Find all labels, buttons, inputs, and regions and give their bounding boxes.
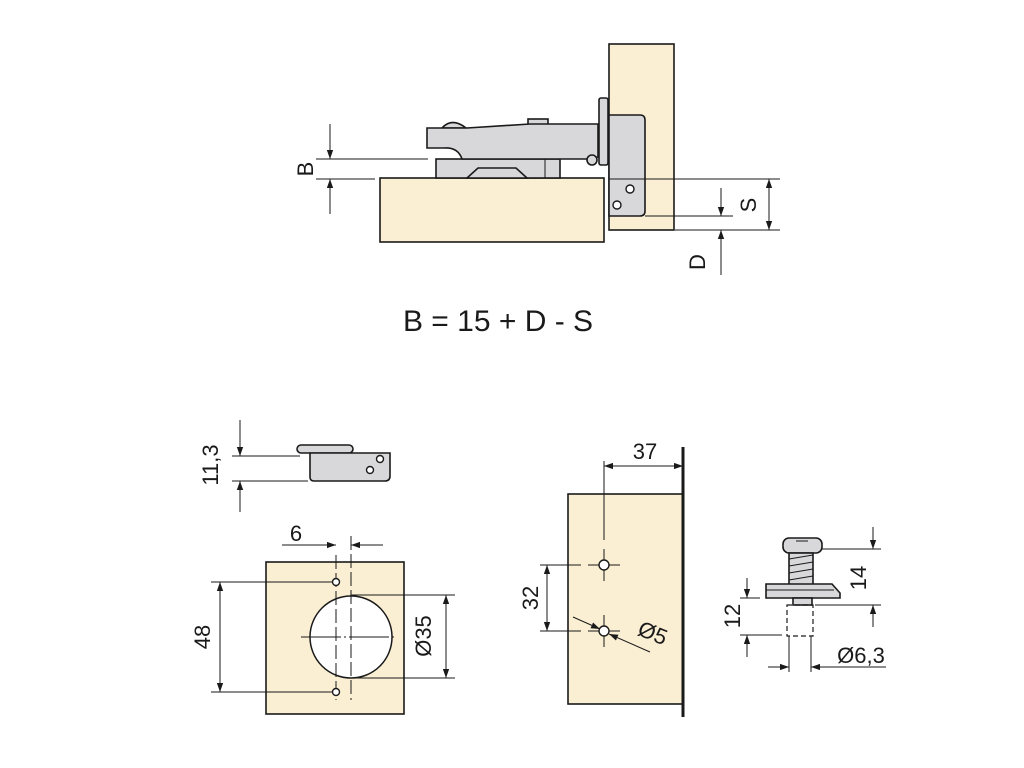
screw-thread: [788, 552, 814, 586]
cup-flange: [296, 444, 354, 454]
cup-recess: [464, 167, 530, 179]
length-label: 14: [846, 566, 871, 590]
distance-label: 37: [633, 439, 657, 464]
dimension-d-label: D: [685, 254, 710, 270]
drill-hole: [786, 604, 814, 637]
cup-side-profile: 11,3: [198, 420, 391, 512]
offset-label: 6: [290, 521, 302, 546]
plate-section: [765, 583, 841, 599]
plate-drilling-plan: 37 32 Ø5: [518, 439, 685, 717]
cup-diameter-label: Ø35: [411, 615, 436, 657]
dimension-s-label: S: [736, 198, 761, 213]
euro-screw-detail: 14 12 Ø6,3: [720, 527, 886, 672]
dimension-b-label: B: [293, 162, 318, 177]
mounting-plate: [608, 114, 646, 217]
hinge-assembly-view: B S D B = 15 + D - S: [293, 43, 780, 338]
spacing-label: 32: [518, 586, 543, 610]
diameter-label: Ø6,3: [837, 643, 885, 668]
cup-drilling-plan: 6 48 Ø35: [190, 521, 455, 715]
door-panel: [379, 177, 605, 243]
spacing-label: 48: [190, 625, 215, 649]
hinge-flange: [598, 97, 609, 166]
depth-label: 12: [720, 604, 745, 628]
height-label: 11,3: [198, 444, 223, 485]
hinge-arm: [426, 123, 599, 160]
screw-head: [782, 537, 823, 554]
side-panel-face: [567, 493, 684, 705]
adjust-screw-head: [440, 121, 469, 129]
pivot-pin: [586, 154, 598, 166]
screw-tip: [792, 597, 813, 606]
formula: B = 15 + D - S: [403, 305, 593, 338]
